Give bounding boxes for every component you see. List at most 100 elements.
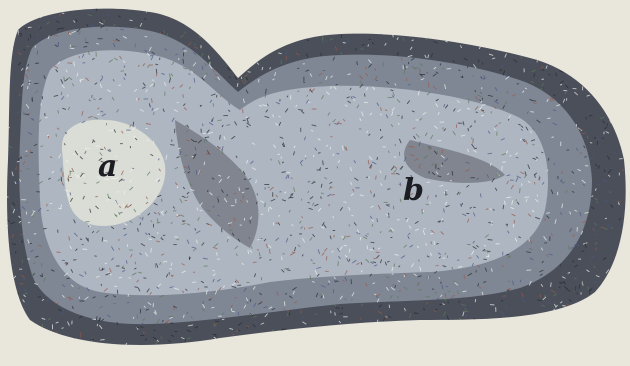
stipple-mark: [471, 359, 474, 362]
stipple-mark: [358, 329, 359, 332]
stipple-mark: [385, 360, 390, 362]
stipple-mark: [475, 39, 476, 42]
stipple-mark: [158, 354, 161, 357]
stipple-mark: [592, 21, 594, 22]
stipple-mark: [290, 235, 292, 236]
stipple-mark: [125, 354, 127, 355]
stipple-mark: [256, 1, 257, 3]
stipple-mark: [581, 75, 583, 78]
stipple-mark: [234, 28, 236, 31]
stipple-mark: [383, 2, 385, 4]
stipple-mark: [381, 334, 382, 338]
stipple-mark: [607, 355, 609, 357]
stipple-mark: [540, 48, 544, 49]
stipple-mark: [573, 320, 575, 322]
stipple-mark: [518, 342, 519, 345]
stipple-mark: [600, 19, 604, 20]
stipple-mark: [3, 2, 6, 3]
stipple-mark: [574, 74, 578, 76]
stipple-mark: [576, 320, 580, 322]
stipple-mark: [366, 26, 368, 29]
stipple-mark: [4, 61, 8, 63]
stipple-mark: [323, 70, 326, 71]
stipple-mark: [321, 196, 322, 198]
stipple-mark: [267, 36, 272, 37]
stipple-mark: [56, 134, 57, 137]
stipple-mark: [374, 258, 377, 259]
stipple-mark: [561, 54, 565, 55]
stipple-mark: [37, 174, 40, 175]
stipple-mark: [284, 343, 288, 344]
stipple-mark: [281, 157, 282, 159]
stipple-mark: [364, 25, 366, 29]
stipple-mark: [170, 145, 174, 146]
stipple-mark: [360, 2, 363, 4]
stipple-mark: [503, 41, 507, 43]
stipple-mark: [617, 92, 622, 94]
stipple-mark: [430, 148, 431, 151]
stipple-mark: [615, 322, 617, 326]
stipple-mark: [623, 288, 627, 291]
stipple-mark: [40, 14, 42, 16]
stipple-mark: [552, 324, 554, 325]
stipple-mark: [598, 99, 600, 100]
stipple-mark: [228, 35, 229, 38]
stipple-mark: [333, 154, 334, 156]
stipple-mark: [299, 31, 302, 34]
stipple-mark: [105, 356, 109, 358]
stipple-mark: [36, 332, 40, 333]
stipple-mark: [411, 334, 413, 338]
stipple-mark: [435, 5, 439, 8]
stipple-mark: [472, 32, 473, 35]
stipple-mark: [194, 357, 196, 362]
stipple-mark: [530, 112, 534, 113]
stipple-mark: [368, 26, 371, 30]
stipple-mark: [545, 295, 546, 298]
stipple-mark: [33, 343, 36, 344]
stipple-mark: [398, 344, 400, 346]
stipple-mark: [230, 347, 231, 349]
stipple-mark: [625, 72, 626, 74]
stipple-mark: [593, 315, 596, 319]
stipple-mark: [265, 29, 269, 30]
stipple-mark: [17, 161, 20, 162]
stipple-mark: [628, 191, 629, 196]
stipple-mark: [176, 14, 180, 16]
stipple-mark: [551, 283, 552, 288]
stipple-mark: [611, 82, 615, 83]
stipple-mark: [293, 338, 295, 342]
stipple-mark: [570, 305, 572, 306]
stipple-mark: [404, 17, 405, 19]
stipple-mark: [306, 0, 307, 2]
stipple-mark: [240, 10, 242, 13]
stipple-mark: [198, 24, 202, 26]
stipple-mark: [616, 323, 619, 324]
stipple-mark: [341, 35, 342, 38]
stipple-mark: [527, 6, 528, 9]
stipple-mark: [624, 137, 626, 138]
stipple-mark: [590, 88, 592, 89]
stipple-mark: [185, 155, 188, 156]
stipple-mark: [521, 7, 522, 12]
stipple-mark: [343, 43, 346, 44]
stipple-mark: [624, 46, 625, 50]
stipple-mark: [55, 332, 58, 333]
stipple-mark: [133, 353, 136, 356]
stipple-mark: [235, 51, 239, 54]
stipple-mark: [423, 229, 425, 230]
stipple-mark: [617, 255, 621, 257]
stipple-mark: [486, 346, 487, 348]
stipple-mark: [324, 34, 325, 36]
stipple-mark: [611, 109, 612, 112]
stipple-mark: [601, 62, 602, 64]
stipple-mark: [544, 36, 545, 40]
stipple-mark: [454, 1, 456, 3]
stipple-mark: [549, 318, 553, 320]
stipple-mark: [399, 334, 401, 335]
stipple-mark: [508, 358, 509, 362]
stipple-mark: [618, 17, 620, 19]
stipple-mark: [610, 303, 613, 305]
stipple-mark: [466, 32, 471, 33]
stipple-mark: [591, 41, 593, 45]
stipple-mark: [195, 44, 196, 46]
